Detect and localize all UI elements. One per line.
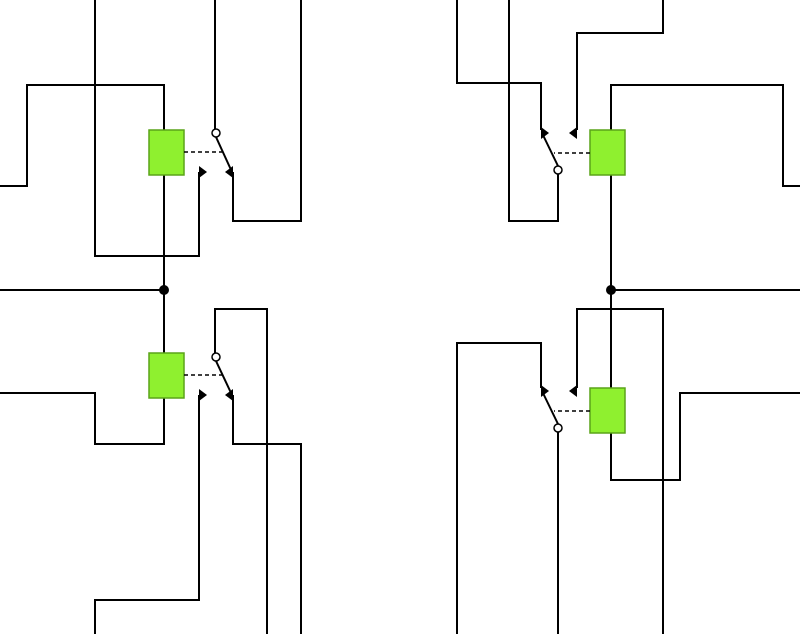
contact-arrow-icon: [199, 166, 207, 178]
relay-coil-icon: [589, 129, 626, 176]
contact-arrow-icon: [199, 389, 207, 401]
switch-blade: [215, 136, 233, 173]
relay-top-left-coil-group: [148, 129, 185, 176]
relay-bottom-left-coil-group: [148, 352, 185, 399]
relay-coil-icon: [148, 129, 185, 176]
relay-coil-icon: [589, 387, 626, 434]
contact-arrow-icon: [541, 385, 549, 397]
relay-bottom-right-coil-group: [589, 387, 626, 434]
contact-arrow-icon: [225, 389, 233, 401]
junctions: [159, 285, 616, 295]
coils: [148, 129, 626, 434]
relay-coil-icon: [148, 352, 185, 399]
relay-contact-icon: [211, 352, 221, 362]
wire-left-top-switch-out: [232, 0, 302, 222]
wire-right-coil-chain: [610, 175, 800, 481]
switch-blade: [541, 390, 559, 425]
switch-blade: [541, 132, 559, 167]
wire-right-bottom-feed: [576, 308, 664, 634]
wire-right-bottom-outer: [456, 342, 542, 634]
relay-contact-icon: [553, 423, 563, 433]
relay-bottom-right-switch-group: [541, 385, 590, 433]
wire-left-outer-return: [94, 0, 200, 257]
contact-arrow-icon: [569, 127, 577, 139]
wire-left-bottom-switch-feed: [214, 308, 268, 634]
switch-blade: [215, 360, 233, 396]
junction-left-dot-icon: [159, 285, 169, 295]
contact-arrow-icon: [569, 385, 577, 397]
wire-left-bottom-outer: [94, 395, 200, 634]
wire-left-bottom-switch-out: [232, 395, 302, 634]
wire-right-top-feed: [576, 0, 664, 130]
switches: [184, 127, 590, 433]
wire-left-top-loop: [0, 84, 165, 187]
junction-right-dot-icon: [606, 285, 616, 295]
relay-top-left-switch-group: [184, 128, 233, 178]
relay-top-right-coil-group: [589, 129, 626, 176]
relay-contact-icon: [211, 128, 221, 138]
contact-arrow-icon: [225, 166, 233, 178]
wire-right-top-outer: [456, 0, 542, 130]
relay-contact-icon: [553, 165, 563, 175]
relay-top-right-switch-group: [541, 127, 590, 175]
wire-right-top-switch-return: [508, 0, 559, 222]
contact-arrow-icon: [541, 127, 549, 139]
wire-right-top-coil-loop: [610, 84, 800, 187]
relay-bottom-left-switch-group: [184, 352, 233, 401]
wire-left-bottom-coil-return: [0, 392, 165, 445]
